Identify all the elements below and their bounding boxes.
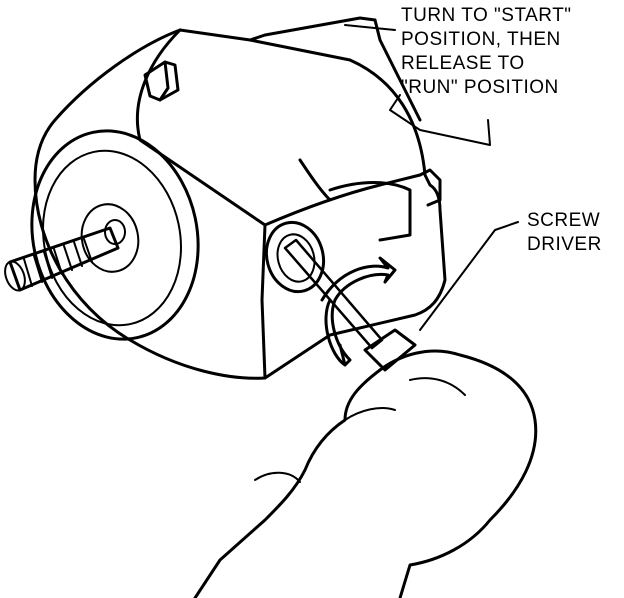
ignition-instruction-line-2: POSITION, THEN [401,29,561,50]
ignition-instruction-label: TURN TO "START" POSITION, THEN RELEASE T… [401,4,572,100]
screwdriver-label-line-1: SCREW [527,210,601,231]
switch-housing [33,28,447,380]
screwdriver-label: SCREW DRIVER [527,209,602,257]
housing-front-edge [260,223,267,380]
hub [80,203,140,273]
housing-back-edge [373,18,422,122]
housing-top-ridge [135,28,267,227]
key-slot [418,168,442,207]
screwdriver-leader [419,221,519,331]
ignition-instruction-line-1: TURN TO "START" [401,5,572,26]
end-plate-inner [42,149,182,327]
housing-inner-curve [328,181,412,242]
ignition-instruction-line-3: RELEASE TO [401,53,525,74]
screwdriver-collar [363,328,417,372]
ignition-leader [344,24,491,146]
housing-side-curve [298,158,332,202]
screwdriver-label-line-2: DRIVER [527,234,602,255]
shaft-splines [23,238,93,287]
gloved-hand [378,349,538,598]
ignition-instruction-line-4: "RUN" POSITION [401,77,559,98]
splined-shaft [8,226,120,292]
housing-right-face [263,173,422,227]
housing-upper-edge [248,16,377,42]
screwdriver-hole [264,220,326,294]
rotation-arrow [320,256,397,367]
